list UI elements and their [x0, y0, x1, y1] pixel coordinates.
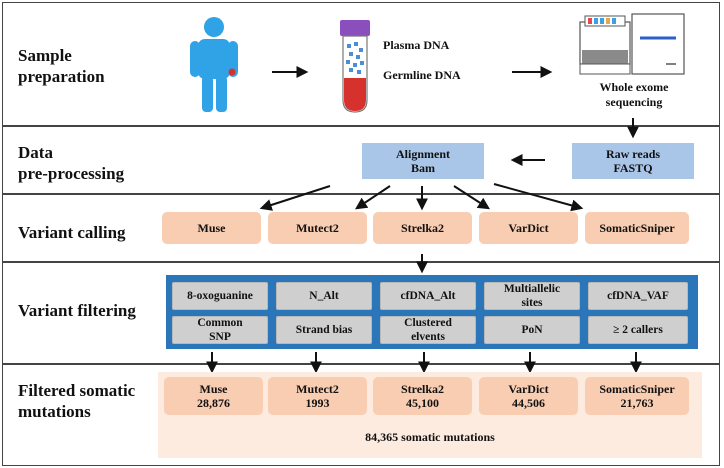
caller-muse: Muse: [162, 212, 261, 244]
stage-label-sample-preparation: Sample preparation: [18, 46, 105, 86]
arrow-to-muse: [259, 185, 331, 211]
filter-clustered-events: Clustered elvents: [380, 316, 476, 344]
stage-label-variant-filtering: Variant filtering: [18, 301, 136, 320]
result-count: 21,763: [620, 396, 654, 410]
total-mutations-label: 84,365 somatic mutations: [365, 430, 495, 444]
raw-reads-fastq-box: Raw reads FASTQ: [572, 143, 694, 179]
result-count: 45,100: [406, 396, 439, 410]
germline-dna-label: Germline DNA: [383, 68, 461, 82]
filter-two-callers: ≥ 2 callers: [588, 316, 688, 344]
person-icon: [190, 17, 238, 112]
arrow-to-mutect2: [355, 185, 391, 210]
result-caller-name: VarDict: [508, 382, 549, 396]
result-mutect2: Mutect2 1993: [268, 377, 367, 415]
result-somaticsniper: SomaticSniper 21,763: [585, 377, 689, 415]
blood-tube-icon: [340, 20, 370, 113]
result-vardict: VarDict 44,506: [479, 377, 578, 415]
result-muse: Muse 28,876: [164, 377, 263, 415]
filter-cfdna-vaf: cfDNA_VAF: [588, 282, 688, 310]
filter-cfdna-alt: cfDNA_Alt: [380, 282, 476, 310]
plasma-dna-label: Plasma DNA: [383, 38, 450, 52]
stage-label-data-preprocessing: Data pre-processing: [18, 143, 125, 183]
arrow-to-somaticsniper: [493, 183, 584, 212]
result-caller-name: Muse: [199, 382, 228, 396]
filter-n-alt: N_Alt: [276, 282, 372, 310]
alignment-bam-box: Alignment Bam: [362, 143, 484, 179]
caller-somaticsniper: SomaticSniper: [585, 212, 689, 244]
caller-strelka2: Strelka2: [373, 212, 472, 244]
caller-vardict: VarDict: [479, 212, 578, 244]
caller-mutect2: Mutect2: [268, 212, 367, 244]
filter-pon: PoN: [484, 316, 580, 344]
stage-label-variant-calling: Variant calling: [18, 223, 126, 242]
arrow-to-vardict: [453, 185, 491, 210]
result-caller-name: SomaticSniper: [599, 382, 675, 396]
sequencer-icon: [579, 13, 685, 75]
result-caller-name: Mutect2: [296, 382, 339, 396]
stage-label-filtered-mutations: Filtered somatic mutations: [18, 381, 136, 421]
result-count: 1993: [305, 396, 330, 410]
filter-common-snp: Common SNP: [172, 316, 268, 344]
filter-8-oxoguanine: 8-oxoguanine: [172, 282, 268, 310]
result-count: 28,876: [197, 396, 230, 410]
filter-strand-bias: Strand bias: [276, 316, 372, 344]
result-strelka2: Strelka2 45,100: [373, 377, 472, 415]
whole-exome-sequencing-label: Whole exome sequencing: [599, 80, 669, 109]
filter-multiallelic-sites: Multiallelic sites: [484, 282, 580, 310]
result-caller-name: Strelka2: [400, 382, 445, 396]
result-count: 44,506: [512, 396, 545, 410]
